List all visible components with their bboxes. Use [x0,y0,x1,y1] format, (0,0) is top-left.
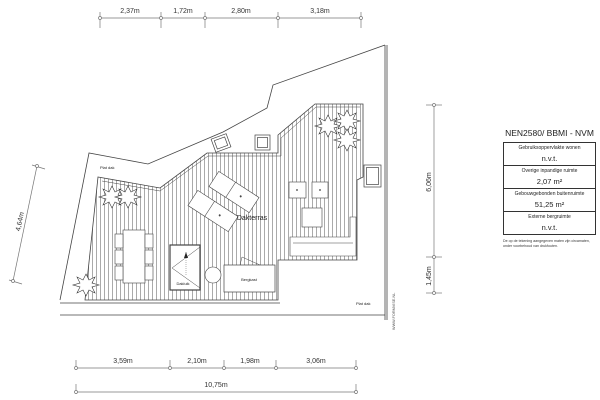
area-row: Gebruiksoppervlakte wonen n.v.t. [504,143,595,166]
right-dim-2: 1,45m [426,266,433,286]
hatch-label: Dakluik [176,281,189,286]
area-row-label: Gebruiksoppervlakte wonen [518,145,581,151]
top-dim-2: 1,72m [173,8,193,15]
plant-icon [71,109,362,297]
right-dimension [426,103,442,295]
watermark: WWW.FORMVISE.NL [392,293,396,330]
sun-lounger [187,189,239,233]
area-row-label: Externe bergruimte [528,214,571,220]
area-summary-panel: NEN2580/ BBMI - NVM Gebruiksoppervlakte … [503,128,596,248]
storage-label: Bergkast [241,277,258,282]
area-row: Overige inpandige ruimte 2,07 m² [504,166,595,189]
bench [289,216,357,257]
top-dim-3: 2,80m [231,8,251,15]
area-row-value: n.v.t. [541,154,558,163]
planter [210,133,232,153]
dining-set [114,229,154,284]
area-row: Externe bergruimte n.v.t. [504,212,595,234]
area-row-value: 2,07 m² [536,177,563,186]
right-dim-1: 6,06m [426,172,433,192]
top-dim-4: 3,18m [310,8,330,15]
bottom-dim-3: 1,98m [240,358,260,365]
terrace-label: Dakterras [237,215,268,222]
left-dim: 4,64m [15,211,26,232]
storage-cabinet [223,264,276,293]
sun-lounger [208,170,260,214]
area-row-label: Gebouwgebonden buitenruimte [514,191,585,197]
bottom-dim-2: 2,10m [187,358,207,365]
top-dimension [98,12,363,28]
area-row-label: Overige inpandige ruimte [521,168,578,174]
planter [363,164,382,188]
bottom-dim-4: 3,06m [306,358,326,365]
flat-roof-label-bottom: Plat dak [356,301,370,306]
left-dimension [8,164,46,285]
roof-hatch [169,244,201,291]
bottom-dim-1: 3,59m [113,358,133,365]
disclaimer-note: De op de tekening aangegeven maten zijn … [503,239,590,248]
round-table [204,266,222,284]
planter [254,134,271,151]
top-dim-1: 2,37m [120,8,140,15]
deck-inner-edge [101,106,360,192]
flat-roof-label-top: Plat dak [100,165,114,170]
bottom-dimension [74,360,358,394]
area-table: Gebruiksoppervlakte wonen n.v.t. Overige… [503,142,596,235]
storage-door-swing [239,256,261,266]
area-row-value: 51,25 m² [534,200,565,209]
area-row: Gebouwgebonden buitenruimte 51,25 m² [504,189,595,212]
lounge-seats [288,181,329,228]
bottom-dim-total: 10,75m [204,382,228,389]
roof-outline [59,44,388,320]
area-row-value: n.v.t. [541,223,558,232]
panel-title: NEN2580/ BBMI - NVM [505,128,594,138]
